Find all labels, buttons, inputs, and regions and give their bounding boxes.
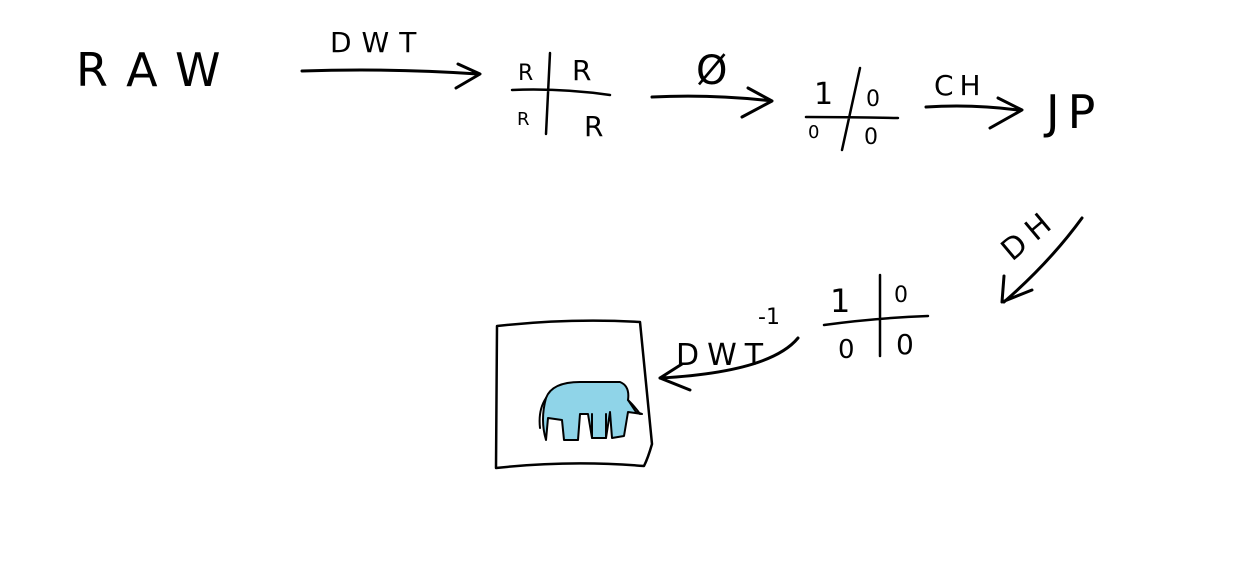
quantize-arrow-line: [650, 86, 774, 119]
quantized-cell-bl: 0: [808, 122, 819, 143]
dwt-arrow-line: [300, 62, 482, 90]
dwt-inverse-label: DWT: [676, 338, 771, 373]
image-frame: [494, 319, 654, 470]
decoded-cell-br: 0: [896, 328, 914, 361]
ch-arrow: CH: [924, 69, 1024, 130]
dh-arrow-line: [1000, 216, 1084, 304]
decoded-cell-tr: 0: [894, 283, 908, 308]
quantize-label: Ø: [696, 48, 727, 94]
dh-arrow: DH: [995, 202, 1084, 304]
decoded-cell-tl: 1: [830, 282, 850, 320]
ch-arrow-line: [924, 96, 1024, 130]
quantize-arrow: Ø: [650, 48, 774, 119]
jp-node: JP: [1043, 85, 1103, 139]
decoded-cell-bl: 0: [838, 335, 855, 365]
dh-label: DH: [995, 202, 1065, 268]
quantized-cell-br: 0: [864, 125, 878, 150]
reconstructed-image: [494, 319, 654, 470]
quantized-cell-tr: 0: [866, 87, 880, 112]
dwt-arrow: DWT: [300, 26, 482, 90]
transform-cell-br: R: [584, 110, 603, 143]
transform-grid: R R R R: [510, 51, 612, 143]
raw-label: RAW: [76, 43, 241, 97]
dwt-inverse-arrow-line: [658, 336, 800, 392]
quantized-cell-tl: 1: [814, 77, 833, 112]
quantized-grid: 1 0 0 0: [804, 66, 900, 152]
elephant-icon: [538, 381, 643, 441]
dwt-inverse-arrow: DWT -1: [658, 305, 800, 392]
dwt-label: DWT: [330, 26, 426, 59]
dwt-inverse-exponent: -1: [758, 305, 780, 330]
raw-node: RAW: [76, 43, 241, 97]
transform-cell-bl: R: [517, 109, 530, 130]
jp-label: JP: [1043, 85, 1103, 139]
elephant-legs-outline: [538, 397, 641, 439]
transform-cell-tl: R: [518, 61, 533, 86]
ch-label: CH: [934, 69, 987, 102]
decoded-grid-lines: [822, 273, 930, 358]
elephant-body: [542, 381, 643, 441]
decoded-grid: 1 0 0 0: [822, 273, 930, 365]
quantized-grid-lines: [804, 66, 900, 152]
transform-grid-lines: [510, 51, 612, 136]
transform-cell-tr: R: [572, 54, 591, 87]
